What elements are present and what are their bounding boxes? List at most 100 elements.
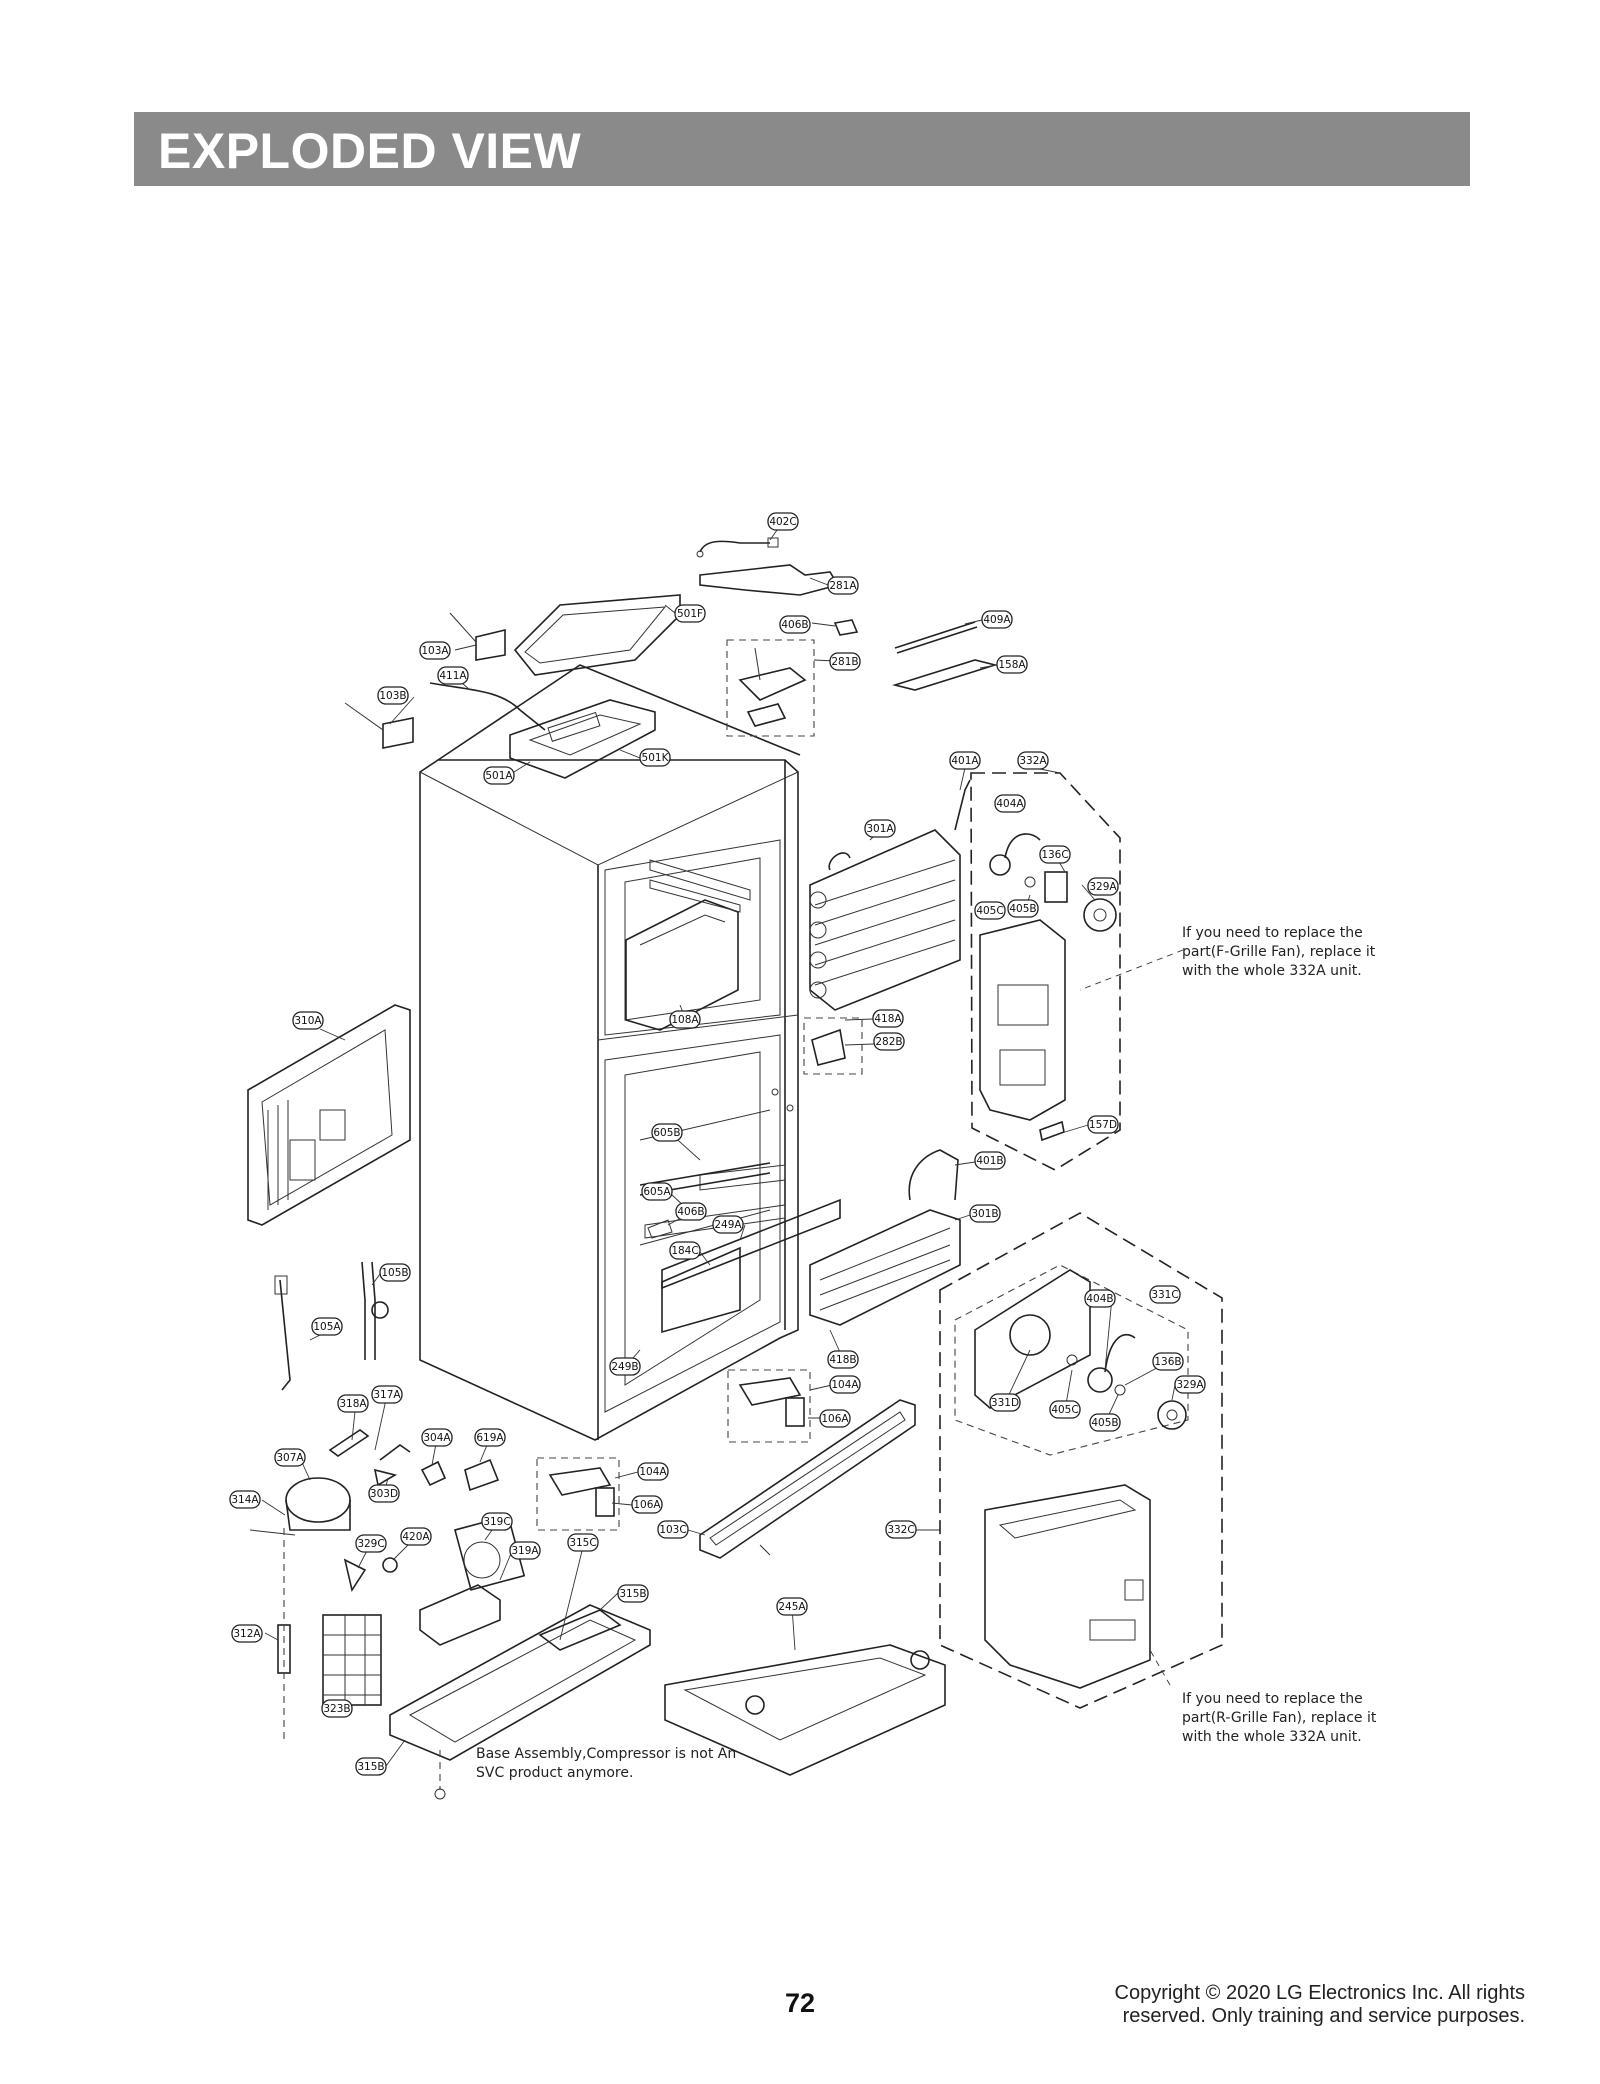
note-line: with the whole 332A unit.	[1182, 963, 1362, 979]
part-label-406B: 406B	[779, 615, 811, 634]
note-compressor: Base Assembly,Compressor is not An SVC p…	[476, 1745, 736, 1783]
svg-text:301A: 301A	[866, 823, 894, 835]
note-f-grille-fan: If you need to replace the part(F-Grille…	[1182, 924, 1375, 981]
part-label-315B-top: 315B	[617, 1584, 649, 1603]
svg-text:106A: 106A	[821, 1413, 849, 1425]
f-grille-fan-unit	[970, 772, 1121, 1171]
svg-text:108A: 108A	[671, 1014, 699, 1026]
svg-text:420A: 420A	[402, 1531, 430, 1543]
part-label-104A-mid: 104A	[829, 1375, 861, 1394]
part-label-106A-mid: 106A	[819, 1409, 851, 1428]
refrigerator-cabinet	[419, 664, 841, 1441]
part-label-315C: 315C	[567, 1533, 599, 1552]
note-line: Base Assembly,Compressor is not An	[476, 1746, 737, 1762]
svg-text:317A: 317A	[373, 1389, 401, 1401]
part-label-314A: 314A	[229, 1490, 261, 1509]
svg-text:329A: 329A	[1089, 881, 1117, 893]
note-r-grille-fan: If you need to replace the part(R-Grille…	[1182, 1690, 1376, 1747]
svg-text:409A: 409A	[983, 614, 1011, 626]
svg-text:405B: 405B	[1009, 903, 1036, 915]
svg-text:318A: 318A	[339, 1398, 367, 1410]
part-label-184C: 184C	[669, 1241, 701, 1260]
svg-text:404A: 404A	[996, 798, 1024, 810]
part-label-501A: 501A	[483, 766, 515, 785]
part-label-157D: 157D	[1087, 1115, 1119, 1134]
part-label-105A: 105A	[311, 1317, 343, 1336]
svg-text:332A: 332A	[1019, 755, 1047, 767]
note-line: If you need to replace the	[1182, 1691, 1363, 1707]
note-line: part(F-Grille Fan), replace it	[1182, 944, 1376, 960]
part-label-301A: 301A	[864, 819, 896, 838]
part-label-103A: 103A	[419, 641, 451, 660]
svg-text:307A: 307A	[276, 1452, 304, 1464]
svg-text:105B: 105B	[381, 1267, 408, 1279]
part-label-103C: 103C	[657, 1520, 689, 1539]
part-label-402C: 402C	[767, 512, 799, 531]
part-label-307A: 307A	[274, 1448, 306, 1467]
part-label-420A: 420A	[400, 1527, 432, 1546]
svg-text:406B: 406B	[781, 619, 808, 631]
svg-text:401A: 401A	[951, 755, 979, 767]
part-label-605A: 605A	[641, 1182, 673, 1201]
svg-text:619A: 619A	[476, 1432, 504, 1444]
part-label-245A: 245A	[776, 1597, 808, 1616]
svg-text:136B: 136B	[1154, 1356, 1181, 1368]
svg-text:103C: 103C	[659, 1524, 686, 1536]
part-label-332A: 332A	[1017, 751, 1049, 770]
svg-text:405C: 405C	[976, 905, 1003, 917]
part-label-331D: 331D	[989, 1393, 1021, 1412]
part-label-315B-bot: 315B	[355, 1757, 387, 1776]
r-grille-fan-unit	[939, 1212, 1223, 1709]
svg-text:331C: 331C	[1151, 1289, 1178, 1301]
note-line: part(R-Grille Fan), replace it	[1182, 1710, 1377, 1726]
svg-text:312A: 312A	[233, 1628, 261, 1640]
svg-text:281B: 281B	[831, 656, 858, 668]
part-label-418B: 418B	[827, 1350, 859, 1369]
copyright-notice: Copyright © 2020 LG Electronics Inc. All…	[1115, 1982, 1525, 2028]
svg-text:103B: 103B	[379, 690, 406, 702]
note-line: SVC product anymore.	[476, 1765, 634, 1781]
svg-text:136C: 136C	[1041, 849, 1068, 861]
svg-text:105A: 105A	[313, 1321, 341, 1333]
part-label-401A: 401A	[949, 751, 981, 770]
part-label-405B-top: 405B	[1007, 899, 1039, 918]
part-label-411A: 411A	[437, 666, 469, 685]
part-label-106A-low: 106A	[631, 1495, 663, 1514]
part-label-136B: 136B	[1152, 1352, 1184, 1371]
svg-text:184C: 184C	[671, 1245, 698, 1257]
machine-compartment	[249, 1429, 651, 1800]
part-label-404A: 404A	[994, 794, 1026, 813]
svg-text:401B: 401B	[976, 1155, 1003, 1167]
part-label-619A: 619A	[474, 1428, 506, 1447]
svg-text:249B: 249B	[611, 1361, 638, 1373]
part-label-501F: 501F	[674, 604, 706, 623]
part-label-319A: 319A	[509, 1541, 541, 1560]
part-label-301B: 301B	[969, 1204, 1001, 1223]
part-label-249B: 249B	[609, 1357, 641, 1376]
svg-text:301B: 301B	[971, 1208, 998, 1220]
copyright-line: reserved. Only training and service purp…	[1122, 2005, 1525, 2027]
svg-text:281A: 281A	[829, 580, 857, 592]
svg-text:404B: 404B	[1086, 1293, 1113, 1305]
svg-text:323B: 323B	[323, 1703, 350, 1715]
part-label-103B: 103B	[377, 686, 409, 705]
svg-text:331D: 331D	[991, 1397, 1019, 1409]
part-label-281B: 281B	[829, 652, 861, 671]
page-number: 72	[784, 1988, 816, 2018]
svg-text:605B: 605B	[653, 1127, 680, 1139]
svg-text:332C: 332C	[887, 1524, 914, 1536]
svg-text:405B: 405B	[1091, 1417, 1118, 1429]
svg-text:303D: 303D	[370, 1488, 398, 1500]
svg-text:418A: 418A	[874, 1013, 902, 1025]
part-label-136C: 136C	[1039, 845, 1071, 864]
part-label-158A: 158A	[996, 655, 1028, 674]
leader-lines	[261, 522, 1184, 1767]
drain-hoses	[274, 1261, 389, 1391]
svg-text:501A: 501A	[485, 770, 513, 782]
svg-text:405C: 405C	[1051, 1404, 1078, 1416]
svg-text:249A: 249A	[714, 1219, 742, 1231]
svg-text:314A: 314A	[231, 1494, 259, 1506]
part-label-282B: 282B	[873, 1032, 905, 1051]
rear-cover	[247, 1004, 411, 1226]
